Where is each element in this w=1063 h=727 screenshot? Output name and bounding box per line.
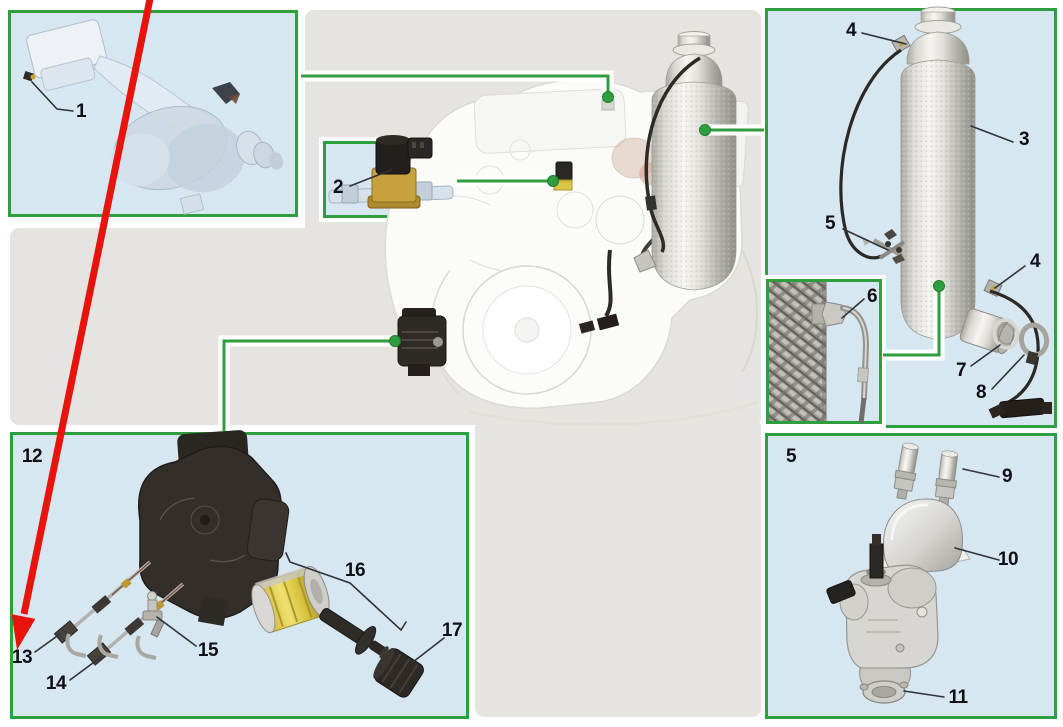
inset-box-temp-sensor xyxy=(766,279,882,424)
inset-box-injection-pump xyxy=(10,432,469,719)
background-panel-bottom xyxy=(475,418,761,717)
background-panel-left xyxy=(10,228,761,425)
inset-box-fuel-pump xyxy=(765,433,1057,719)
inset-box-air-intake xyxy=(8,10,298,217)
inset-box-fuel-valve xyxy=(323,141,456,218)
